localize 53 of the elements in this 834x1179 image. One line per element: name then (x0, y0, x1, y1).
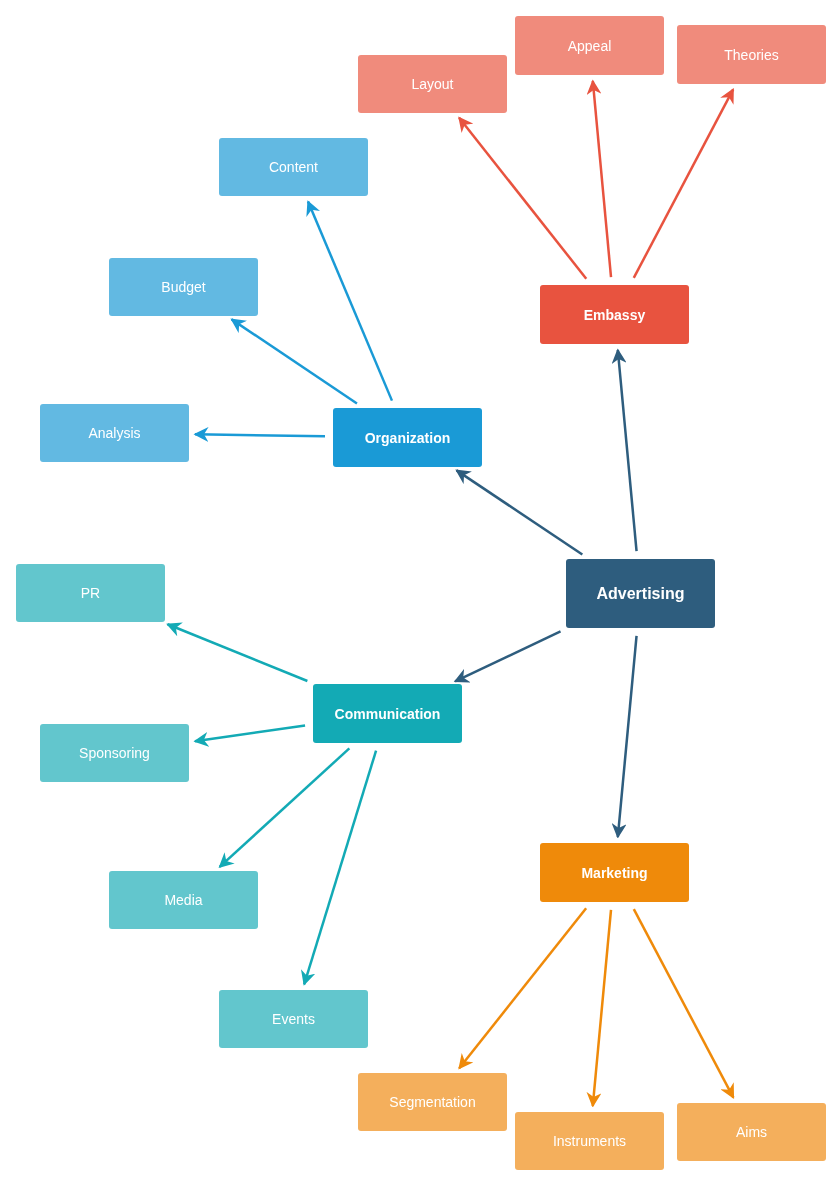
node-label: Theories (724, 46, 779, 63)
subtopic-box (677, 25, 826, 84)
node-label: Advertising (596, 584, 685, 603)
arrow (166, 622, 308, 683)
node-label: Layout (411, 76, 454, 92)
subtopic-box (109, 871, 258, 929)
node-label: Appeal (567, 37, 612, 54)
arrow (230, 318, 358, 405)
subtopic-box (515, 1112, 664, 1170)
arrow (611, 348, 638, 552)
node-label: Organization (364, 429, 451, 446)
node-label: Instruments (552, 1133, 627, 1149)
topic-box (540, 285, 689, 344)
node-label: Embassy (583, 306, 646, 323)
subtopic-box (16, 564, 165, 622)
subtopic-box (40, 404, 189, 462)
subtopic-box (219, 138, 368, 196)
topic-box (566, 559, 715, 628)
node-label: Analysis (88, 425, 141, 441)
node-label: Aims (735, 1124, 768, 1140)
node-label: Marketing (581, 864, 648, 881)
subtopic-box (358, 1073, 507, 1131)
subtopic-box (358, 55, 507, 113)
node-label: Segmentation (389, 1094, 476, 1110)
arrow (458, 116, 588, 280)
arrow (586, 79, 613, 278)
topic-box (540, 843, 689, 902)
arrow (193, 724, 306, 747)
arrow (218, 747, 351, 868)
arrow (193, 426, 325, 442)
arrow (306, 200, 394, 402)
node-label: Media (164, 892, 203, 908)
subtopic-box (677, 1103, 826, 1161)
arrow (453, 630, 562, 683)
topic-box (313, 684, 462, 743)
arrow (458, 907, 588, 1070)
arrow (611, 635, 638, 839)
arrow (586, 909, 613, 1108)
arrow (632, 88, 735, 279)
subtopic-box (40, 724, 189, 782)
node-label: Budget (161, 279, 206, 295)
arrow (632, 908, 735, 1099)
subtopic-box (515, 16, 664, 75)
topic-box (333, 408, 482, 467)
node-label: Communication (334, 705, 441, 722)
node-label: Content (268, 159, 318, 175)
subtopic-box (219, 990, 368, 1048)
arrow (301, 750, 378, 986)
subtopic-box (109, 258, 258, 316)
node-label: Events (272, 1011, 315, 1027)
node-label: Sponsoring (79, 745, 150, 761)
node-label: PR (80, 585, 101, 601)
arrow (455, 469, 583, 556)
